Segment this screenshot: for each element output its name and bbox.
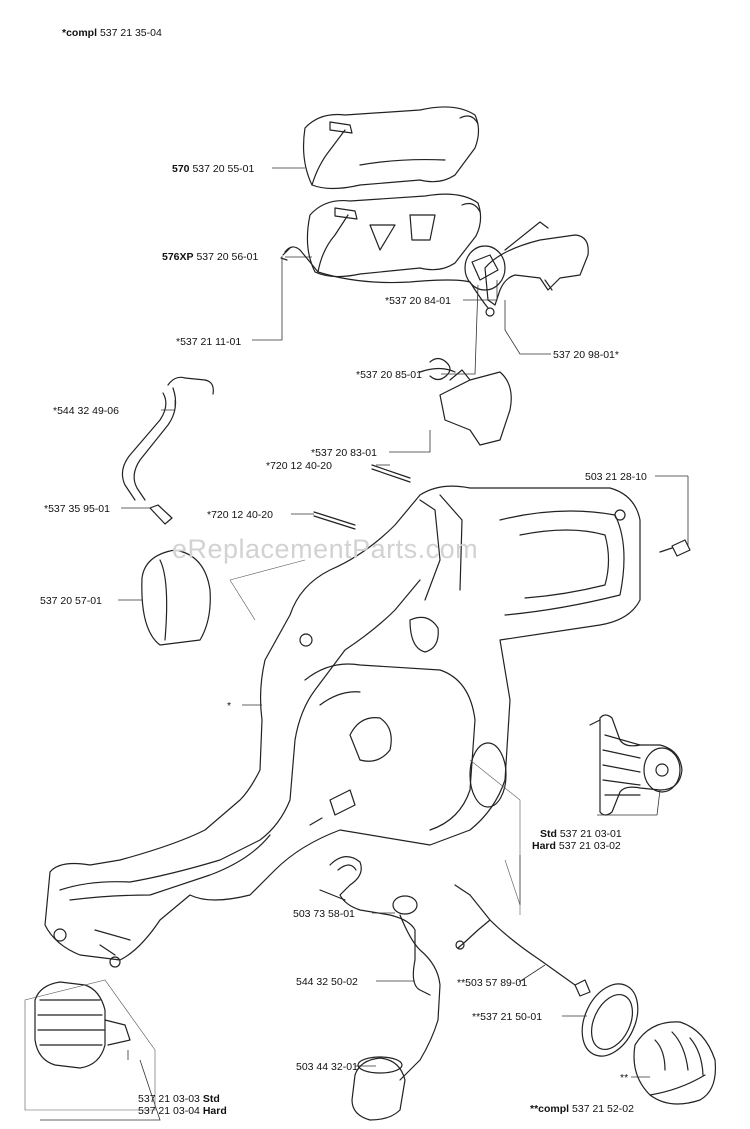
label-537-20-85-01: *537 20 85-01 <box>356 369 422 381</box>
pin <box>371 464 411 483</box>
watermark: eReplacementParts.com <box>172 534 479 564</box>
label-503-44-32-01: 503 44 32-01 <box>296 1061 358 1073</box>
label-503-57-89-01: **503 57 89-01 <box>457 977 528 989</box>
label-housing-star: * <box>227 700 232 712</box>
label-537-35-95-01: *537 35 95-01 <box>44 503 110 515</box>
assembly-header: *compl 537 21 35-04 <box>62 27 162 39</box>
label-537-20-84-01: *537 20 84-01 <box>385 295 451 307</box>
label-537-21-03-04: 537 21 03-04 Hard <box>138 1105 227 1117</box>
label-537-21-50-01: **537 21 50-01 <box>472 1011 543 1023</box>
label-cap-dstar: ** <box>620 1072 629 1084</box>
fuel-filter <box>351 1056 406 1121</box>
label-544-32-50-02: 544 32 50-02 <box>296 976 358 988</box>
anti-vibration-damper <box>34 981 131 1069</box>
pin <box>313 511 356 530</box>
label-537-21-03-03: 537 21 03-03 Std <box>138 1093 220 1105</box>
label-537-21-11-01: *537 21 11-01 <box>176 336 242 348</box>
throttle-lockout <box>484 234 589 306</box>
screw <box>659 539 691 557</box>
air-filter-cover <box>141 549 211 646</box>
exploded-view-frame <box>24 559 521 1111</box>
label-720-12-40-20-b: *720 12 40-20 <box>207 509 273 521</box>
tank-vent <box>454 884 591 997</box>
top-cover-570 <box>302 106 480 190</box>
label-720-12-40-20-a: *720 12 40-20 <box>266 460 332 472</box>
fuel-hose <box>121 376 214 501</box>
label-503-73-58-01: 503 73 58-01 <box>293 908 355 920</box>
label-damper-hard: Hard 537 21 03-02 <box>532 840 621 852</box>
label-537-20-57-01: 537 20 57-01 <box>40 595 102 607</box>
label-570-cover: 570 537 20 55-01 <box>172 163 255 175</box>
label-503-21-28-10: 503 21 28-10 <box>585 471 647 483</box>
throttle-trigger <box>419 357 512 446</box>
anti-vibration-damper <box>589 714 683 816</box>
cap-seal-ring <box>581 983 639 1057</box>
stop-switch <box>464 221 549 291</box>
label-damper-std: Std 537 21 03-01 <box>540 828 622 840</box>
hose-fitting <box>149 504 173 525</box>
fuel-pickup-hose <box>329 856 441 1081</box>
label-537-20-98-01: 537 20 98-01* <box>553 349 619 361</box>
fuel-cap <box>633 1021 717 1105</box>
leader-lines <box>40 167 689 1121</box>
top-cover-576xp <box>306 193 482 278</box>
label-576xp-cover: 576XP 537 20 56-01 <box>162 251 259 263</box>
label-544-32-49-06: *544 32 49-06 <box>53 405 119 417</box>
label-537-20-83-01: *537 20 83-01 <box>311 447 377 459</box>
main-housing <box>44 485 641 968</box>
label-compl-537-21-52-02: **compl 537 21 52-02 <box>530 1103 634 1115</box>
